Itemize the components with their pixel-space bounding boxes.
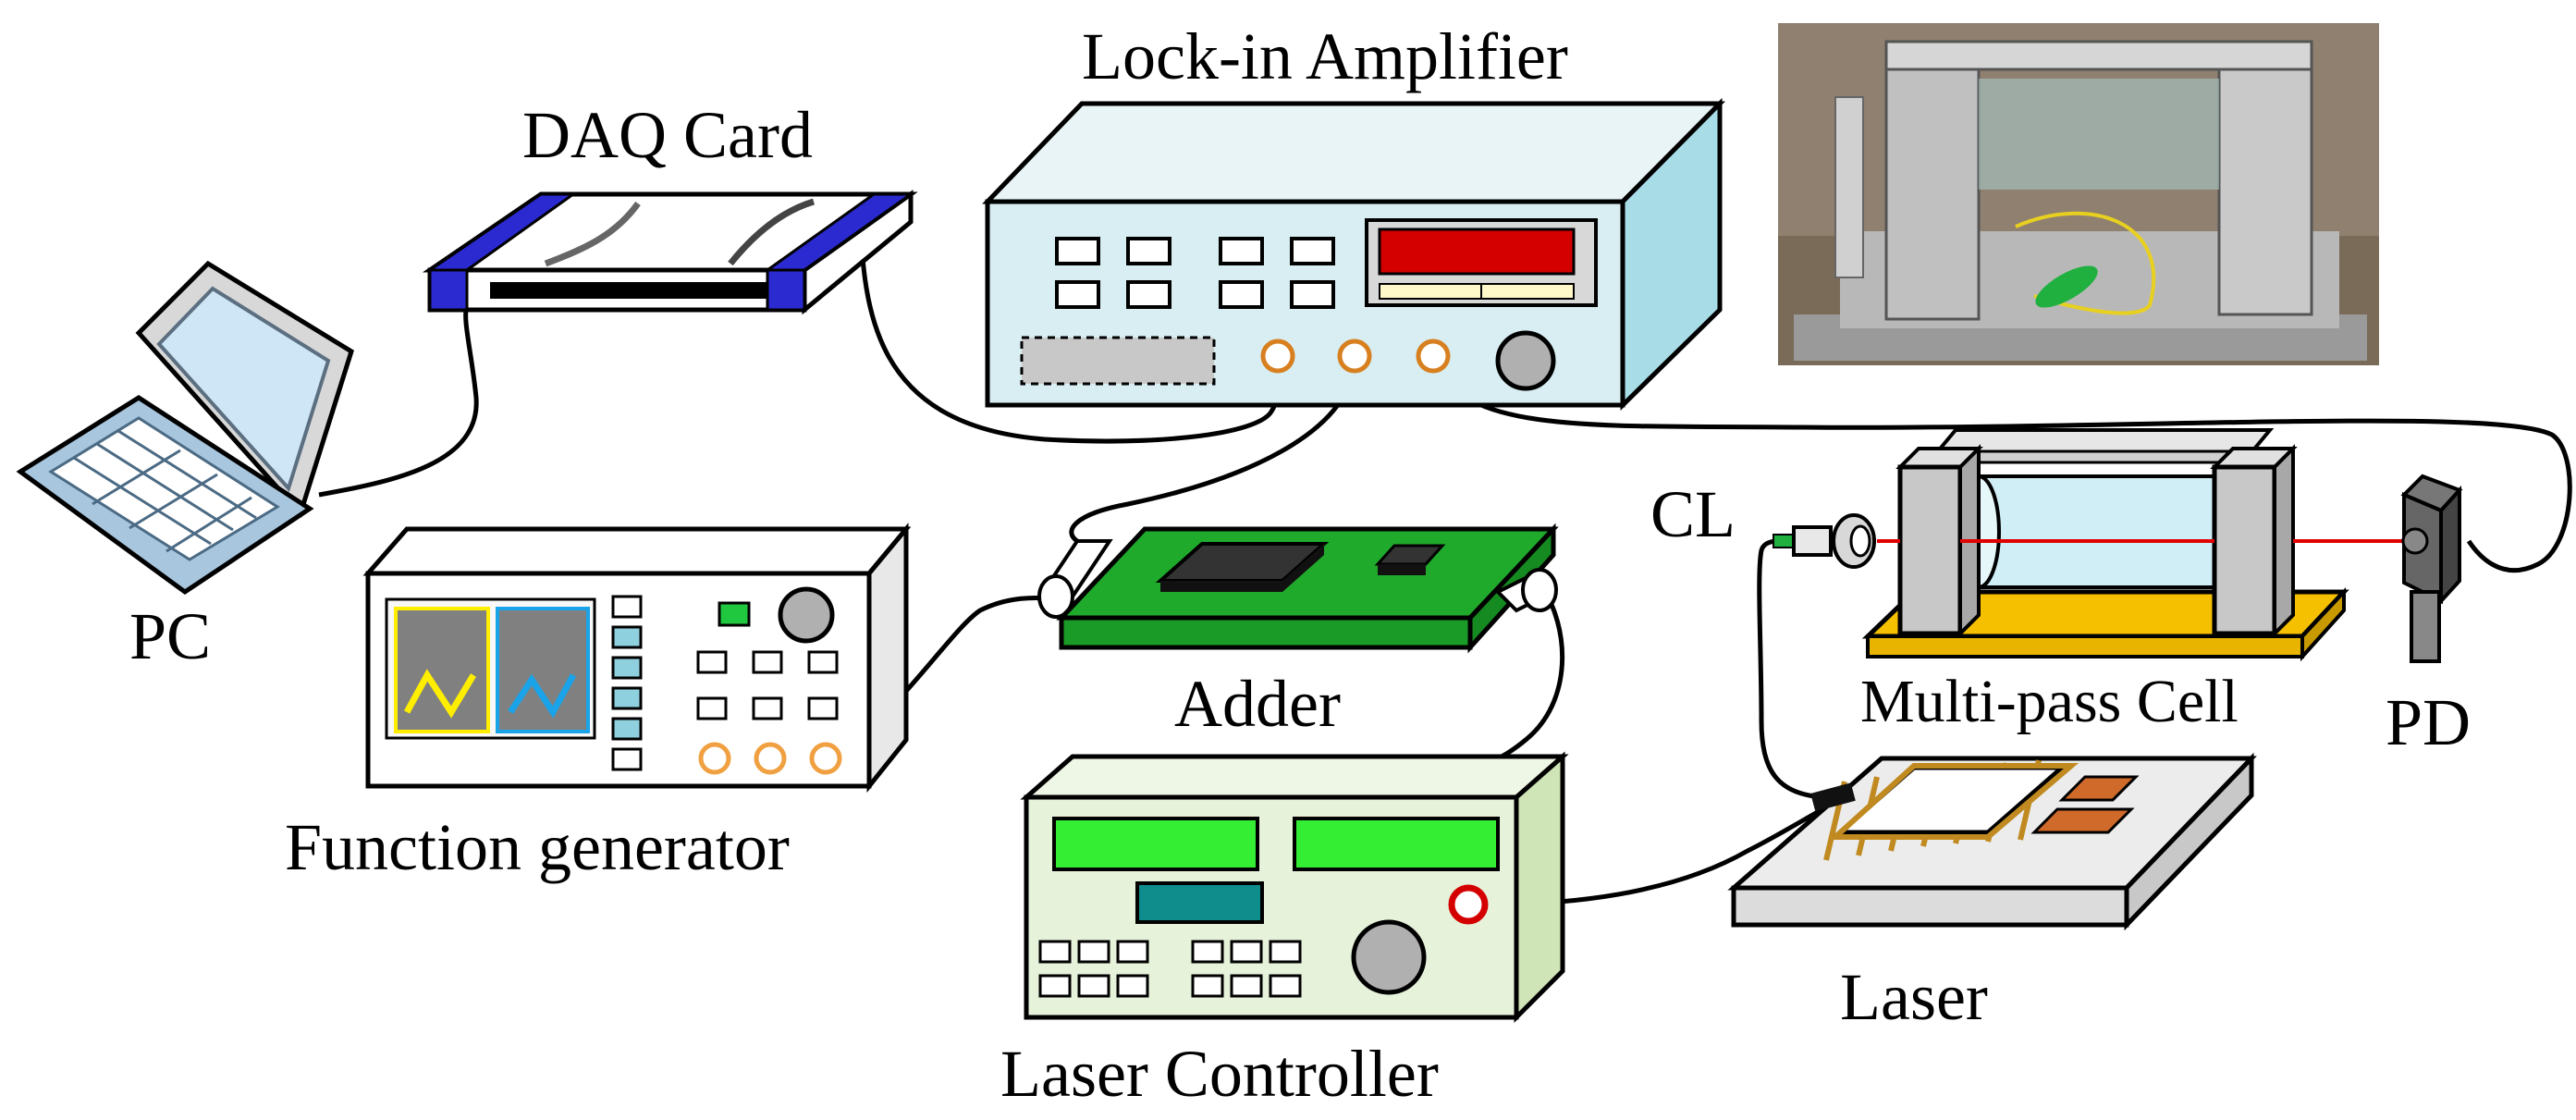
lockin-knob (1495, 330, 1556, 391)
fg-side (866, 523, 909, 794)
laptop-keyboard (48, 416, 280, 561)
label-adder: Adder (1174, 667, 1341, 741)
daq-trace-2 (728, 198, 816, 266)
lockin-buttons (1055, 237, 1335, 309)
multi-pass-cell: Multi-pass Cell (1860, 428, 2404, 735)
photo-top-rail (1884, 40, 2313, 71)
laser-controller: Laser Controller (1000, 751, 1569, 1111)
label-pd: PD (2386, 685, 2471, 759)
cable-lockin-pd (1430, 358, 2572, 573)
cell-photo (1778, 23, 2379, 365)
laser-butterfly-edge (1828, 763, 2079, 840)
pd-aperture (2401, 527, 2429, 555)
photo-post (1834, 96, 1864, 278)
cell-right-block-side (2273, 444, 2295, 638)
laser-fiber-boot (1810, 782, 1856, 812)
label-pc: PC (129, 599, 211, 673)
lockin-indicator-left (1379, 283, 1482, 300)
daq-slot (490, 282, 767, 299)
photo-fiber (2015, 211, 2156, 315)
fg-knob (778, 586, 835, 644)
laser: Laser (1727, 752, 2257, 1034)
function-generator: Function generator (285, 523, 912, 884)
pd-side (2439, 485, 2461, 607)
controller-top (1020, 754, 1569, 800)
adder-chip-large-side (1282, 544, 1324, 592)
lockin-connector-3 (1416, 338, 1451, 374)
lockin-connector-1 (1260, 338, 1295, 374)
label-multi-pass-cell: Multi-pass Cell (1860, 668, 2239, 735)
cell-right-block (2212, 464, 2277, 636)
controller-sub-display (1135, 881, 1264, 924)
laser-base-front (1731, 885, 2129, 928)
laptop-keys (73, 429, 257, 553)
photodetector-pd: PD (2386, 474, 2471, 759)
cable-pc-daq (318, 304, 479, 498)
adder-tube-right-end (1521, 568, 1558, 612)
pc-laptop: PC (16, 260, 354, 673)
cable-daq-lockin (857, 214, 1281, 444)
fg-indicator (718, 601, 751, 627)
fg-screen-ch1 (394, 607, 490, 733)
photo-glass-tube (1979, 79, 2219, 190)
controller-display-1 (1052, 817, 1259, 871)
label-lock-in-amplifier: Lock-in Amplifier (1082, 19, 1568, 93)
photo-right-block (2217, 44, 2313, 316)
fg-top (362, 526, 912, 576)
label-cl: CL (1650, 477, 1736, 551)
adder: Adder (1037, 523, 1559, 741)
daq-trace-1 (544, 201, 641, 267)
laser-lead-1 (2030, 807, 2135, 834)
fg-keypad (696, 650, 839, 720)
adder-chip-small-front (1378, 564, 1426, 575)
adder-tube-left-end (1037, 574, 1074, 619)
controller-output-connector (1448, 884, 1489, 925)
cable-lockin-adder (1069, 360, 1357, 544)
fg-screen-ch2 (496, 607, 590, 733)
label-function-generator: Function generator (285, 810, 790, 884)
daq-card: DAQ Card (422, 98, 918, 315)
lockin-connector-2 (1337, 338, 1372, 374)
controller-side (1514, 751, 1565, 1024)
adder-chip-large-front (1160, 581, 1282, 592)
cl-body (1792, 525, 1833, 557)
lockin-panel-slot (1020, 336, 1216, 386)
cell-base-front (1866, 634, 2304, 658)
fg-side-buttons (611, 595, 643, 771)
adder-board-front (1059, 615, 1473, 650)
daq-right-accent-front (766, 268, 806, 312)
fg-wave-yellow (403, 669, 477, 719)
pd-post (2410, 590, 2441, 663)
fg-connector-1 (698, 742, 731, 775)
controller-keypad (1038, 940, 1302, 998)
label-daq-card: DAQ Card (522, 98, 813, 172)
lock-in-amplifier: Lock-in Amplifier (982, 19, 1725, 411)
label-laser-controller: Laser Controller (1000, 1037, 1439, 1111)
lockin-display (1378, 228, 1576, 276)
fiber-laser-cl (1757, 538, 1827, 800)
fg-connector-2 (754, 742, 787, 775)
fg-wave-blue (508, 673, 577, 719)
fg-connector-3 (809, 742, 842, 775)
cl-lens-face (1849, 524, 1871, 558)
cell-left-block (1897, 464, 1963, 636)
laser-lead-2 (2058, 775, 2140, 802)
lockin-indicator-right (1480, 283, 1575, 300)
lockin-top (982, 101, 1725, 204)
cell-glass-tube (1977, 474, 2230, 589)
label-laser: Laser (1840, 960, 1988, 1034)
collimator-cl: CL (1650, 477, 1876, 569)
photo-green-connector (2035, 265, 2098, 308)
laptop-screen (156, 286, 331, 492)
controller-display-2 (1293, 817, 1500, 871)
daq-left-accent-front (428, 268, 469, 312)
controller-knob (1351, 919, 1427, 995)
photo-left-block (1884, 49, 1981, 321)
